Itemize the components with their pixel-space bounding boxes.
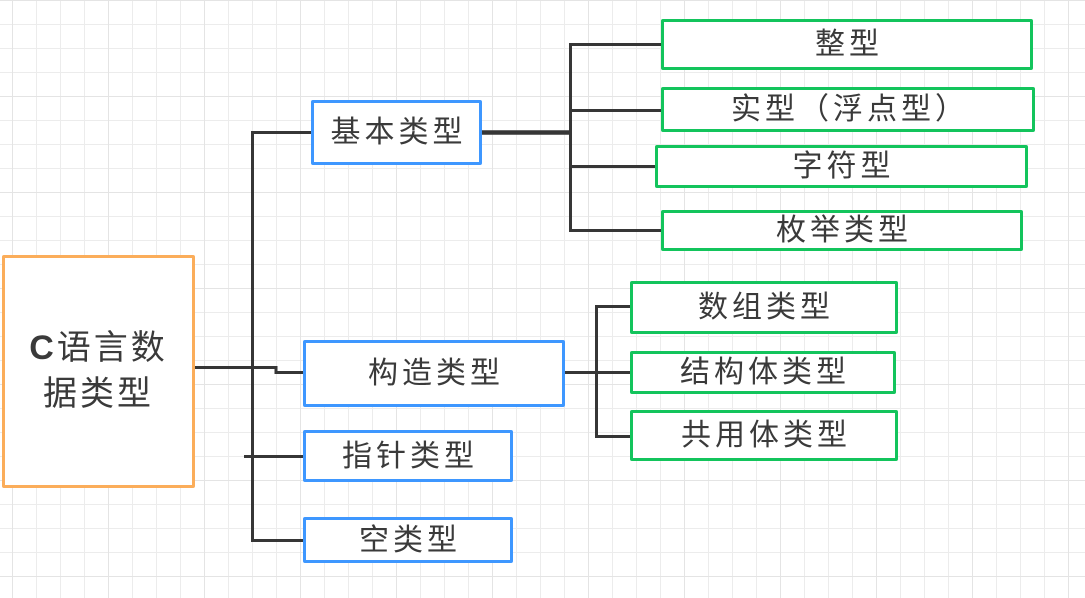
edge-distributor-basic [569, 43, 661, 232]
node-label: 指针类型 [342, 439, 478, 473]
node-label: 数组类型 [698, 291, 834, 324]
node-integer-type: 整型 [661, 19, 1033, 70]
node-struct-type: 结构体类型 [630, 351, 896, 394]
node-label: 整型 [815, 28, 883, 61]
node-array-type: 数组类型 [630, 281, 898, 334]
node-constructed-type: 构造类型 [303, 340, 565, 407]
node-label: 实型（浮点型） [731, 93, 969, 126]
node-label: 基本类型 [330, 116, 467, 149]
node-enum-type: 枚举类型 [661, 210, 1023, 251]
node-pointer-type: 指针类型 [303, 430, 513, 482]
node-basic-type: 基本类型 [311, 100, 482, 165]
edge-root-to-constructed [195, 366, 303, 374]
node-union-type: 共用体类型 [630, 410, 898, 461]
node-label: 空类型 [359, 523, 461, 557]
node-label: 结构体类型 [680, 356, 850, 389]
node-label: 枚举类型 [776, 214, 912, 247]
node-label: 字符型 [792, 150, 895, 183]
node-void-type: 空类型 [303, 517, 513, 563]
node-c-data-types: C语言数据类型 [2, 255, 195, 488]
node-label: 共用体类型 [681, 419, 851, 452]
node-label: C语言数据类型 [29, 329, 168, 413]
node-real-type: 实型（浮点型） [661, 87, 1035, 132]
edge-distributor-constructed [595, 305, 630, 438]
node-char-type: 字符型 [655, 145, 1028, 188]
node-label: 构造类型 [368, 357, 504, 390]
